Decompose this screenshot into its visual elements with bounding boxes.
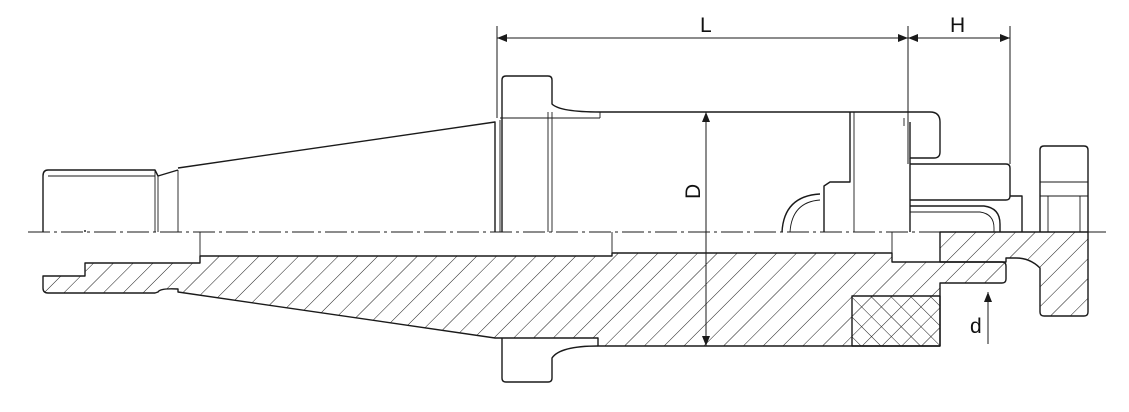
dimension-label-h: H [950, 14, 965, 37]
retention-nut-section [851, 295, 941, 347]
pull-stud [42, 169, 179, 232]
flange-lower [501, 338, 599, 383]
drive-key-upper [850, 111, 941, 159]
dimension-label-d-major: D [682, 184, 705, 199]
arbor-pilot-upper [909, 158, 1011, 232]
flange-upper [501, 75, 850, 232]
taper-cone [177, 121, 496, 232]
cutter-section [939, 231, 1089, 317]
dimension-label-d-minor: d [970, 315, 982, 338]
spindle-body-upper [823, 112, 851, 232]
cutter-upper [1010, 145, 1089, 232]
dimension-label-l: L [700, 14, 712, 37]
